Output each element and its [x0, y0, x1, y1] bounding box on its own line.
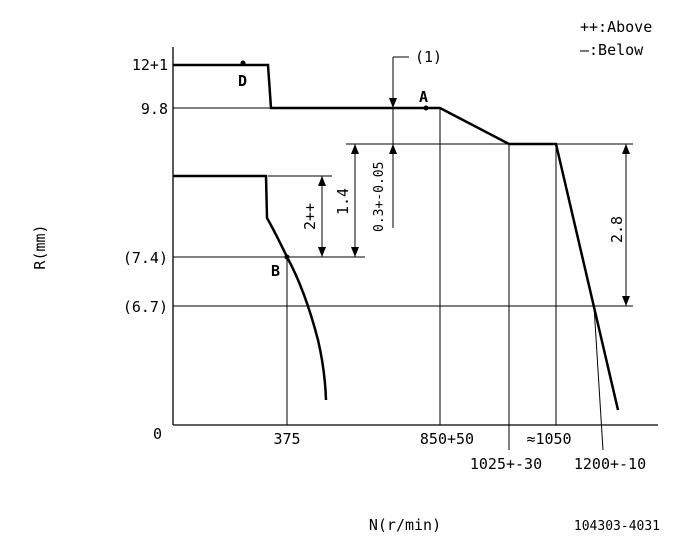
point-b-marker	[284, 254, 290, 260]
dim-arrow-up-icon	[389, 144, 397, 154]
dim-2-8-label: 2.8	[608, 216, 626, 243]
y-tick-label: 12+1	[132, 56, 168, 74]
point-b-label: B	[271, 262, 280, 280]
ref-vline-1200	[593, 305, 604, 451]
dim-arrow-down-icon	[318, 247, 326, 257]
y-tick-label: (6.7)	[123, 298, 168, 316]
dim-arrow-down-icon	[389, 98, 397, 108]
y-tick-label: (7.4)	[123, 249, 168, 267]
dim-arrow-down-icon	[351, 247, 359, 257]
lower-characteristic-curve	[173, 174, 328, 401]
point-d-label: D	[238, 72, 247, 90]
y-axis-label: R(mm)	[31, 224, 49, 269]
x-tick-label: 1025+-30	[470, 455, 542, 473]
note-1-label: (1)	[415, 48, 442, 66]
point-a-marker	[423, 105, 429, 111]
drawing-id: 104303-4031	[574, 519, 660, 534]
point-d-marker	[240, 60, 246, 66]
x-tick-label: 1200+-10	[574, 455, 646, 473]
dim-arrow-up-icon	[318, 176, 326, 186]
dim-2-label: 2++	[301, 203, 319, 230]
dim-arrow-up-icon	[622, 144, 630, 154]
dim-arrow-up-icon	[351, 144, 359, 154]
y-tick-label: 9.8	[141, 100, 168, 118]
dim-1-4-label: 1.4	[334, 188, 352, 215]
upper-characteristic-curve	[173, 63, 620, 411]
dim-arrow-down-icon	[622, 296, 630, 306]
x-axis-label: N(r/min)	[369, 516, 441, 534]
y-tick-label: 0	[153, 425, 162, 443]
x-tick-label: 850+50	[420, 430, 474, 448]
dim-0-3-label: 0.3+-0.05	[372, 162, 387, 232]
x-tick-label: 375	[273, 430, 300, 448]
x-tick-label: ≈1050	[526, 430, 571, 448]
legend-above: ++:Above	[580, 18, 652, 36]
point-a-label: A	[419, 88, 428, 106]
legend-below: —:Below	[580, 41, 644, 59]
